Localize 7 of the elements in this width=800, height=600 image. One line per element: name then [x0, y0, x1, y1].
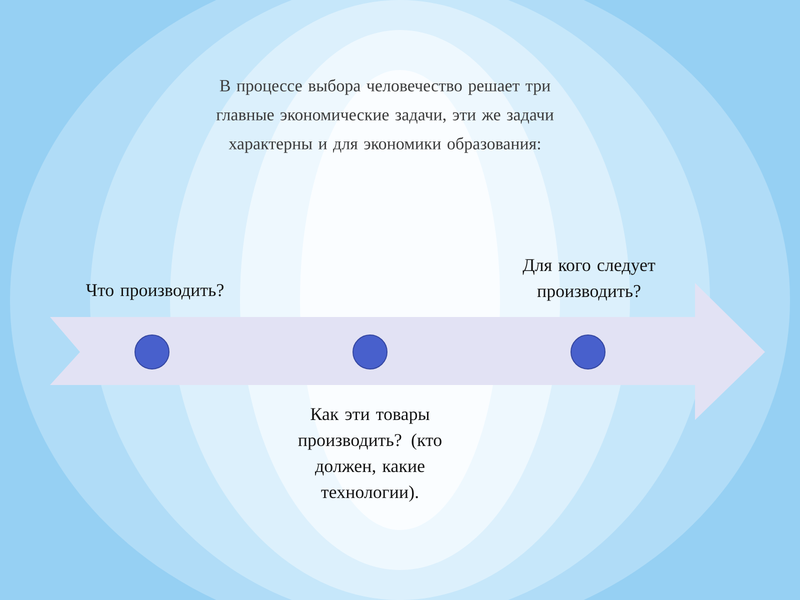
node-caption: Для кого следует производить? [522, 259, 656, 301]
node-caption: Что производить? [86, 284, 224, 300]
marker-circle [570, 334, 606, 370]
marker-circle [352, 334, 388, 370]
marker-circle [134, 334, 170, 370]
title: В процессе выбора человечество решает три главные экономические задачи, эти же задачи характерны и для экономики образования: [216, 79, 554, 153]
node-caption: Как эти товары производить? (кто должен, какие технологии). [298, 408, 442, 502]
